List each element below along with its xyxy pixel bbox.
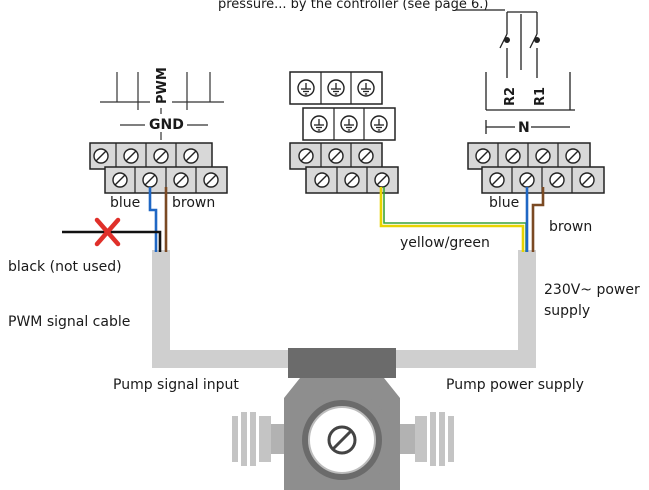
supply-label-line1: 230V~ power [544, 282, 640, 298]
gnd-label: GND [149, 117, 184, 133]
slotted-screw-icon [183, 148, 199, 164]
pwm-signal-cable-horizontal [152, 350, 292, 368]
slotted-screw-icon [374, 172, 390, 188]
earth-wire-label: yellow/green [400, 235, 490, 251]
pwm-cable-label: PWM signal cable [8, 314, 130, 330]
signal-wire-brown-label: brown [172, 195, 215, 211]
earth-wire-yellow [379, 187, 525, 252]
supply-label-line2: supply [544, 303, 590, 319]
pump-signal-input-label: Pump signal input [113, 377, 239, 393]
power-terminal-row-upper [467, 142, 591, 170]
slotted-screw-icon [565, 148, 581, 164]
pwm-label: PWM [155, 67, 170, 104]
slotted-screw-icon [505, 148, 521, 164]
slotted-screw-icon [142, 172, 158, 188]
relay-r2-label: R2 [503, 87, 518, 106]
signal-terminal-row-upper [89, 142, 213, 170]
pump-pipe-left [232, 412, 293, 466]
pump-pipe-right [393, 412, 454, 466]
relay-contact-icon [499, 12, 510, 78]
unused-wire-label: black (not used) [8, 259, 122, 275]
header-text: pressure... by the controller (see page … [218, 0, 488, 12]
ground-symbol-icon [327, 79, 345, 97]
slotted-screw-icon [327, 425, 357, 455]
r1-label-box [531, 78, 543, 108]
power-wire-brown-label: brown [549, 219, 592, 235]
slotted-screw-icon [549, 172, 565, 188]
power-cable-vertical [518, 250, 536, 368]
pwm-signal-cable-vertical [152, 250, 170, 368]
neutral-label-box [515, 116, 531, 136]
ground-terminal-row-lower [305, 166, 399, 194]
ground-terminal-row-upper [289, 142, 383, 170]
slotted-screw-icon [112, 172, 128, 188]
relay-r1-label: R1 [533, 87, 548, 106]
slotted-screw-icon [344, 172, 360, 188]
slotted-screw-icon [203, 172, 219, 188]
ground-terminal-block: yellow/green [289, 71, 527, 252]
relay-contact-icon [529, 12, 540, 78]
ground-symbol-icon [370, 115, 388, 133]
r2-label-box [501, 78, 513, 108]
slotted-screw-icon [93, 148, 109, 164]
slotted-screw-icon [298, 148, 314, 164]
slotted-screw-icon [535, 148, 551, 164]
gnd-label-box [145, 114, 187, 132]
slotted-screw-icon [314, 172, 330, 188]
power-wire-blue-label: blue [489, 195, 519, 211]
pump-power-supply-label: Pump power supply [446, 377, 584, 393]
slotted-screw-icon [475, 148, 491, 164]
signal-terminal-block: PWM GND [8, 62, 239, 393]
red-x-icon [94, 217, 121, 247]
ground-symbol-icon [297, 79, 315, 97]
neutral-label: N [518, 120, 530, 136]
slotted-screw-icon [328, 148, 344, 164]
ground-symbol-icon [310, 115, 328, 133]
cable-group [152, 250, 536, 368]
pump-connector-box [288, 348, 396, 378]
ground-symbol-icon [340, 115, 358, 133]
signal-wire-black [62, 230, 162, 252]
power-terminal-block: R2 R1 N blue b [446, 11, 640, 393]
slotted-screw-icon [489, 172, 505, 188]
slotted-screw-icon [579, 172, 595, 188]
pwm-label-box [150, 62, 172, 108]
circulation-pump-icon [232, 348, 454, 490]
power-wire-brown [531, 187, 545, 252]
slotted-screw-icon [153, 148, 169, 164]
signal-wire-blue [148, 187, 158, 252]
power-cable-horizontal [396, 350, 536, 368]
ground-symbol-icon [357, 79, 375, 97]
signal-wire-blue-label: blue [110, 195, 140, 211]
slotted-screw-icon [358, 148, 374, 164]
slotted-screw-icon [123, 148, 139, 164]
slotted-screw-icon [173, 172, 189, 188]
slotted-screw-icon [519, 172, 535, 188]
